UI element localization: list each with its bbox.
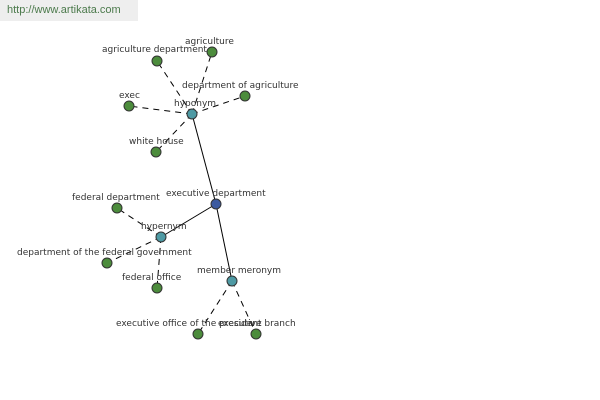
node-executive-department[interactable]	[210, 198, 222, 210]
node-department-of-the-federal-government[interactable]	[101, 257, 113, 269]
label-white-house: white house	[129, 137, 184, 147]
label-department-of-agriculture: department of agriculture	[182, 81, 299, 91]
label-hypernym: hypernym	[141, 222, 187, 232]
label-exec: exec	[119, 91, 140, 101]
node-hypernym[interactable]	[155, 231, 167, 243]
edge-executive-department-to-hyponym	[191, 113, 217, 205]
edge-executive-department-to-member-meronym	[215, 203, 233, 282]
label-executive-department: executive department	[166, 189, 266, 199]
node-white-house[interactable]	[150, 146, 162, 158]
node-hyponym[interactable]	[186, 108, 198, 120]
node-federal-office[interactable]	[151, 282, 163, 294]
label-federal-department: federal department	[72, 193, 160, 203]
edges-layer	[106, 51, 257, 335]
edge-hypernym-to-federal-office	[156, 236, 162, 289]
label-agriculture: agriculture	[185, 37, 234, 47]
edge-hypernym-to-federal-department	[116, 207, 162, 238]
watermark-url: http://www.artikata.com	[0, 0, 138, 21]
node-agriculture[interactable]	[206, 46, 218, 58]
edge-member-meronym-to-executive-branch	[231, 280, 257, 335]
label-federal-office: federal office	[122, 273, 182, 283]
labels-layer: executive department hyponym hypernym membe…	[17, 37, 299, 329]
label-executive-office-of-the-president: executive office of the president	[116, 319, 262, 329]
nodes-layer	[101, 46, 262, 340]
label-hyponym: hyponym	[174, 99, 216, 109]
edge-hyponym-to-department-of-agriculture	[191, 95, 246, 115]
label-member-meronym: member meronym	[197, 266, 281, 276]
edge-hypernym-to-department-of-the-federal-government	[106, 236, 162, 264]
label-agriculture-department: agriculture department	[102, 45, 207, 55]
node-exec[interactable]	[123, 100, 135, 112]
edge-executive-department-to-hypernym	[160, 203, 217, 238]
label-executive-branch: executive branch	[218, 319, 296, 329]
label-department-of-the-federal-government: department of the federal government	[17, 248, 192, 258]
node-department-of-agriculture[interactable]	[239, 90, 251, 102]
node-agriculture-department[interactable]	[151, 55, 163, 67]
node-federal-department[interactable]	[111, 202, 123, 214]
node-member-meronym[interactable]	[226, 275, 238, 287]
node-executive-branch[interactable]	[250, 328, 262, 340]
edge-hyponym-to-white-house	[155, 113, 193, 153]
node-executive-office-of-the-president[interactable]	[192, 328, 204, 340]
